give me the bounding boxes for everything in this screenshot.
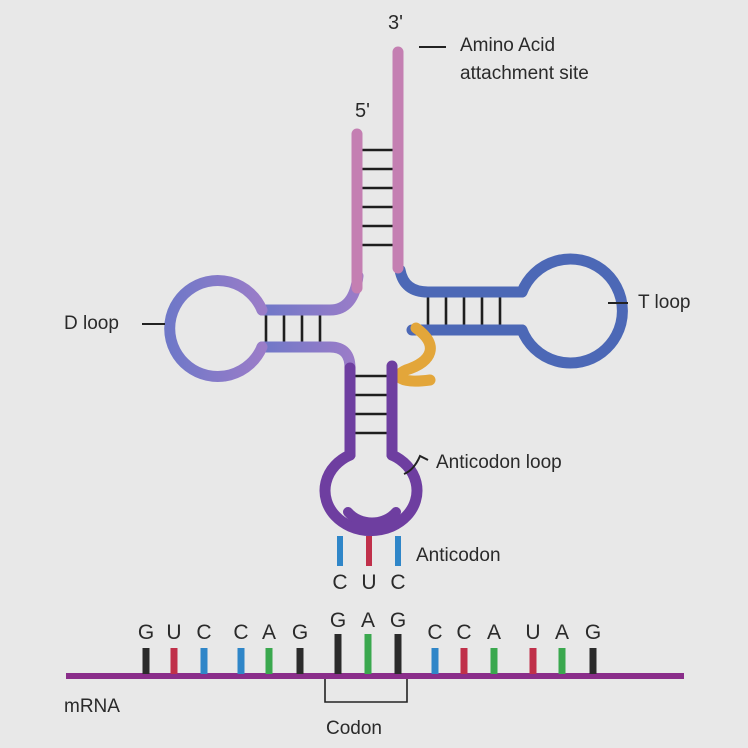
mrna-base: C bbox=[456, 621, 472, 644]
label-amino-acid-line1: Amino Acid bbox=[460, 35, 556, 56]
label-mrna: mRNA bbox=[64, 696, 120, 717]
label-d-loop: D loop bbox=[64, 313, 119, 334]
mrna-base: C bbox=[196, 621, 212, 644]
d-arm bbox=[164, 270, 364, 382]
label-anticodon-loop: Anticodon loop bbox=[436, 452, 562, 473]
mrna-base: U bbox=[525, 621, 541, 644]
label-amino-acid-line2: attachment site bbox=[460, 63, 589, 84]
mrna-base: C bbox=[233, 621, 249, 644]
mrna-base: A bbox=[486, 621, 501, 644]
mrna-ticks bbox=[142, 634, 597, 674]
mrna-base: G bbox=[389, 609, 407, 632]
base-pair-rungs bbox=[264, 148, 502, 435]
anticodon-base: C bbox=[390, 571, 406, 594]
leader-lines bbox=[142, 46, 628, 475]
mrna-base: A bbox=[554, 621, 569, 644]
mrna-base: G bbox=[329, 609, 347, 632]
t-arm bbox=[394, 253, 628, 369]
codon-bracket bbox=[324, 679, 408, 703]
label-t-loop: T loop bbox=[638, 292, 691, 313]
mrna-base: A bbox=[261, 621, 276, 644]
variable-loop bbox=[394, 322, 436, 387]
mrna-base: A bbox=[360, 609, 375, 632]
anticodon-arm bbox=[319, 360, 423, 537]
label-codon: Codon bbox=[326, 718, 382, 739]
mrna-base: G bbox=[137, 621, 155, 644]
acceptor-stem bbox=[351, 46, 404, 294]
anticodon-base: C bbox=[332, 571, 348, 594]
mrna-base: G bbox=[584, 621, 602, 644]
anticodon-base: U bbox=[361, 571, 377, 594]
label-anticodon: Anticodon bbox=[416, 545, 501, 566]
mrna-base: G bbox=[291, 621, 309, 644]
label-5-prime: 5' bbox=[355, 100, 370, 122]
mrna-base: C bbox=[427, 621, 443, 644]
mrna-base: U bbox=[166, 621, 182, 644]
anticodon-ticks bbox=[337, 536, 401, 566]
label-3-prime: 3' bbox=[388, 12, 403, 34]
